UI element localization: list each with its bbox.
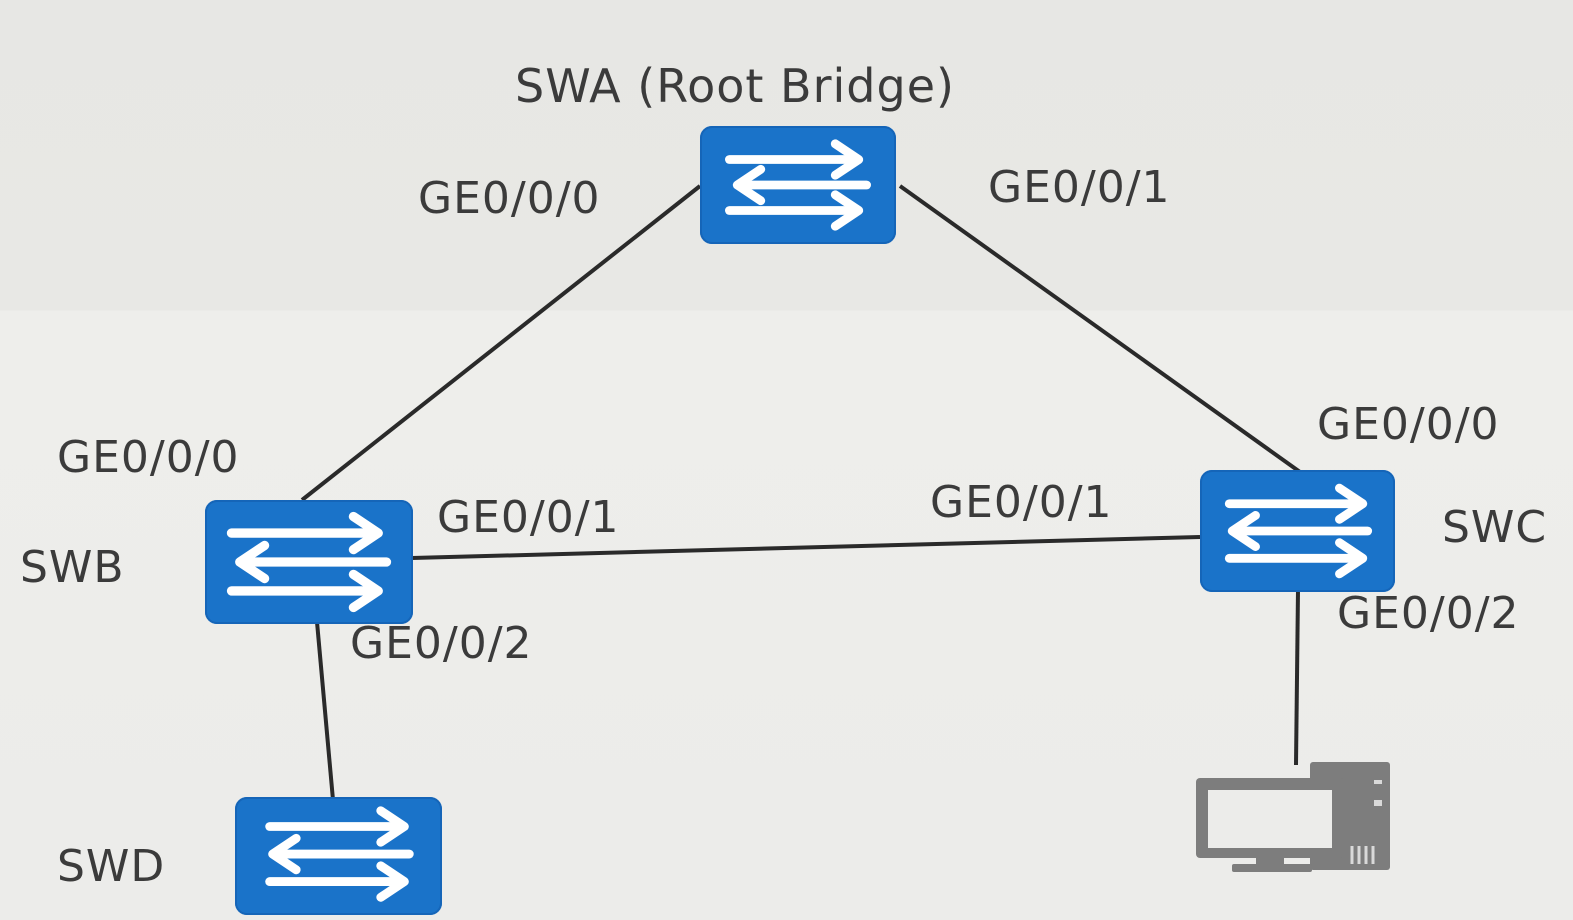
swa-label: SWA (Root Bridge) [515, 59, 955, 113]
swd-label: SWD [57, 841, 166, 892]
swb-port-right-label: GE0/0/1 [437, 492, 620, 543]
switch-icon [265, 806, 414, 902]
computer-icon [1196, 762, 1390, 872]
switch-swb[interactable] [205, 500, 413, 624]
link-swa-swb [300, 184, 702, 502]
link-swa-swc [898, 184, 1302, 474]
swa-port-left-label: GE0/0/0 [418, 173, 601, 224]
switch-swa[interactable] [700, 126, 896, 244]
swc-port-up-label: GE0/0/0 [1317, 399, 1500, 450]
pc-host[interactable] [1192, 760, 1400, 875]
swa-port-right-label: GE0/0/1 [988, 162, 1171, 213]
swb-port-down-label: GE0/0/2 [350, 618, 533, 669]
link-swc-pc [1294, 589, 1300, 766]
switch-swd[interactable] [235, 797, 442, 915]
switch-icon [226, 511, 392, 613]
link-swb-swc [411, 535, 1201, 560]
swb-label: SWB [20, 542, 125, 593]
swc-port-left-label: GE0/0/1 [930, 477, 1113, 528]
switch-icon [1224, 483, 1373, 579]
switch-icon [724, 139, 872, 231]
swb-port-up-label: GE0/0/0 [57, 432, 240, 483]
swc-label: SWC [1442, 502, 1548, 553]
swc-port-down-label: GE0/0/2 [1337, 588, 1520, 639]
switch-swc[interactable] [1200, 470, 1395, 592]
link-swb-swd [315, 621, 335, 801]
